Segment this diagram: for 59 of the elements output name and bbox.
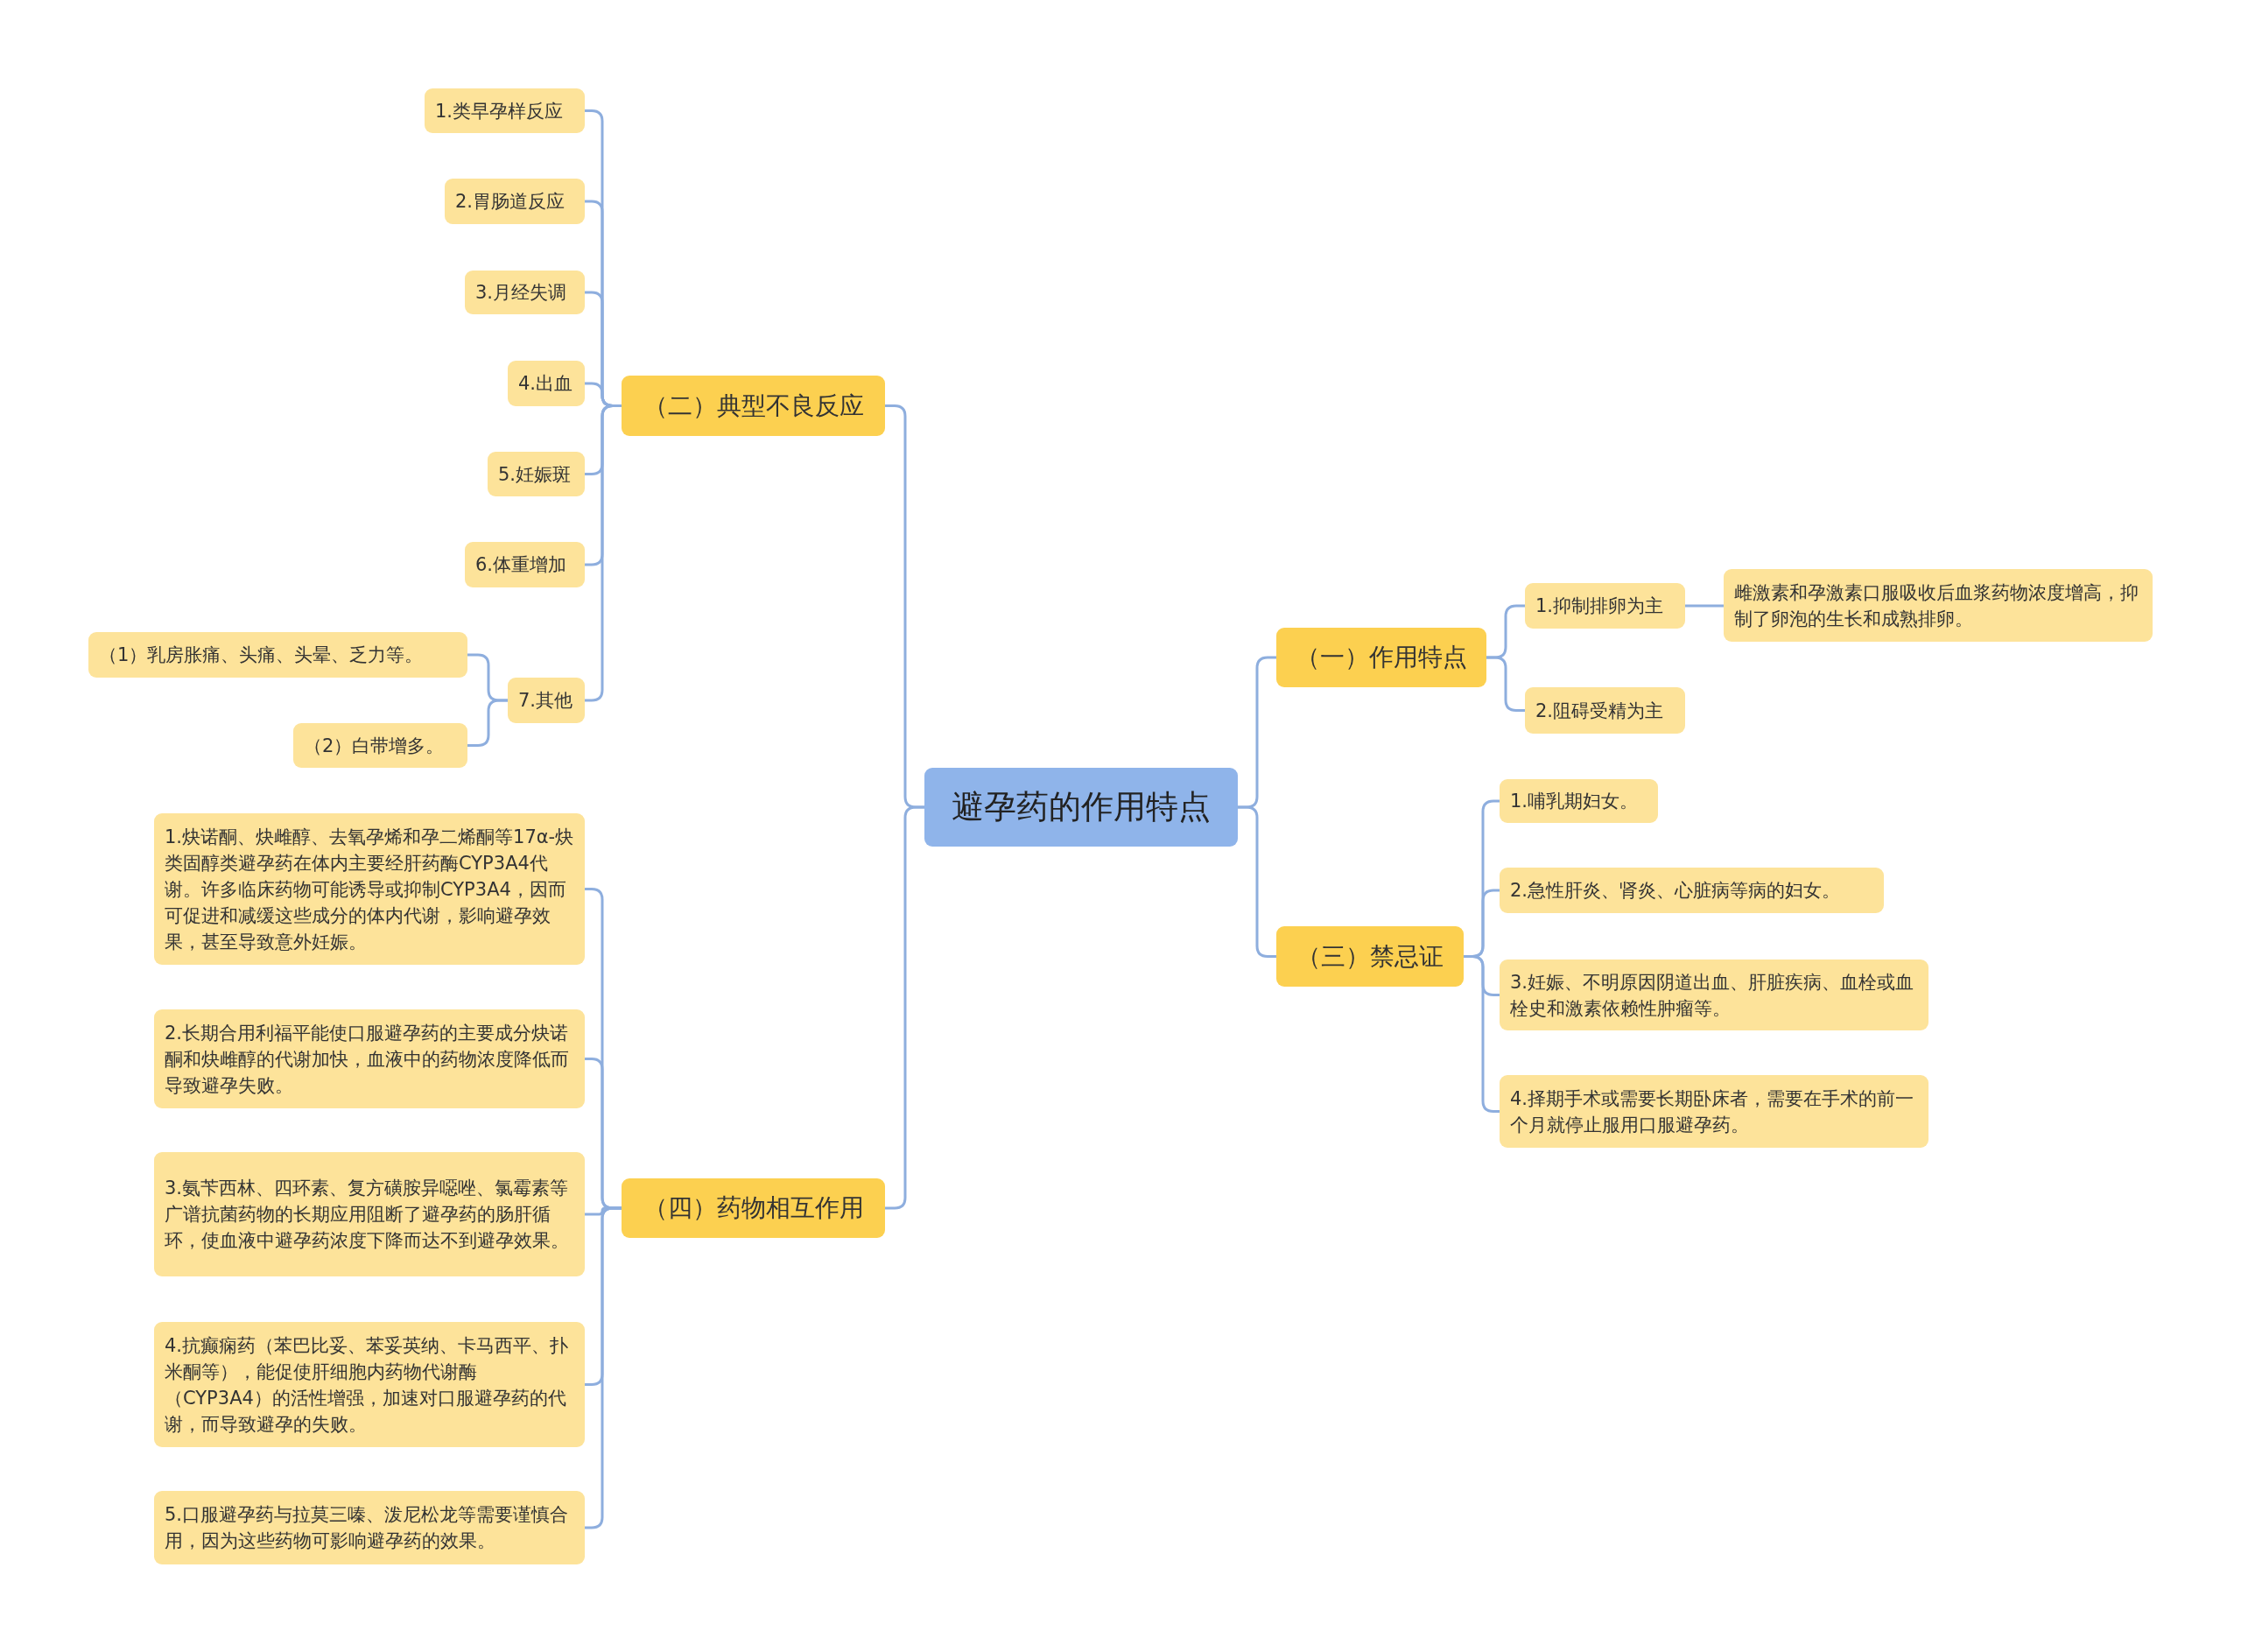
topic-text: （2）白带增多。 [304, 734, 445, 758]
topic-text: 1.哺乳期妇女。 [1510, 790, 1639, 813]
connector-line [585, 404, 622, 702]
connector-line [1238, 805, 1276, 958]
topic-text: 1.炔诺酮、炔雌醇、去氧孕烯和孕二烯酮等17α-炔类固醇类避孕药在体内主要经肝药酶CYP3A4代谢。许多临床药物可能诱导或抑制CYP3A4，因而可促进和减缓这些成分的体内代谢，影响避孕效果，甚至导致意外妊娠。 [165, 825, 574, 954]
topic-text: （二）典型不良反应 [643, 390, 864, 422]
subtopic-box [488, 452, 585, 496]
topic-text: 2.阻碍受精为主 [1535, 699, 1664, 723]
topic-text: 2.长期合用利福平能使口服避孕药的主要成分炔诺酮和炔雌醇的代谢加快，血液中的药物浓度降低而导致避孕失败。 [165, 1021, 570, 1098]
subtopic-box [1500, 1075, 1928, 1148]
connector-line [1685, 604, 1724, 608]
connector-line [885, 805, 924, 1210]
topic-text: 避孕药的作用特点 [952, 787, 1211, 827]
connector-line [1464, 955, 1500, 1113]
subtopic-box [508, 361, 585, 406]
topic-text: 7.其他 [518, 689, 573, 713]
connector-line [1486, 656, 1525, 712]
topic-text: 3.妊娠、不明原因阴道出血、肝脏疾病、血栓或血栓史和激素依赖性肿瘤等。 [1510, 970, 1915, 1021]
subtopic-box [154, 1009, 585, 1108]
topic-text: 4.择期手术或需要长期卧床者，需要在手术的前一个月就停止服用口服避孕药。 [1510, 1086, 1915, 1137]
topic-text: 5.口服避孕药与拉莫三嗪、泼尼松龙等需要谨慎合用，因为这些药物可影响避孕药的效果。 [165, 1503, 570, 1553]
subtopic-box [1525, 687, 1685, 734]
subtopic-box [465, 271, 585, 314]
topic-text: 1.抑制排卵为主 [1535, 594, 1664, 618]
topic-text: 1.类早孕样反应 [435, 99, 564, 123]
branch-topic-box [1276, 628, 1486, 687]
topic-text: 2.胃肠道反应 [455, 190, 566, 214]
topic-text: （1）乳房胀痛、头痛、头晕、乏力等。 [99, 643, 424, 667]
subtopic-box [425, 88, 585, 133]
subtopic-box [465, 542, 585, 587]
subtopic-box [154, 1152, 585, 1276]
topic-text: （四）药物相互作用 [643, 1192, 864, 1224]
subtopic-box [1525, 583, 1685, 629]
subtopic-box [293, 723, 467, 768]
subtopic-box [508, 678, 585, 723]
topic-text: 4.抗癫痫药（苯巴比妥、苯妥英纳、卡马西平、扑米酮等），能促使肝细胞内药物代谢酶（CYP3A4）的活性增强，加速对口服避孕药的代谢，而导致避孕的失败。 [165, 1333, 570, 1437]
subtopic-box [1500, 868, 1884, 913]
topic-text: 2.急性肝炎、肾炎、心脏病等病的妇女。 [1510, 879, 1841, 903]
topic-text: 5.妊娠斑 [498, 462, 572, 487]
subtopic-box [154, 813, 585, 965]
topic-text: （三）禁忌证 [1296, 940, 1444, 973]
topic-text: 雌激素和孕激素口服吸收后血浆药物浓度增高，抑制了卵泡的生长和成熟排卵。 [1734, 580, 2139, 631]
topic-text: 3.氨苄西林、四环素、复方磺胺异噁唑、氯霉素等广谱抗菌药物的长期应用阻断了避孕药的肠肝循环，使血液中避孕药浓度下降而达不到避孕效果。 [165, 1177, 570, 1253]
branch-topic-box [622, 376, 885, 436]
central-topic-box [924, 768, 1238, 847]
branch-topic-box [622, 1178, 885, 1238]
subtopic-box [1724, 569, 2153, 642]
subtopic-box [1500, 960, 1928, 1030]
subtopic-box [154, 1491, 585, 1564]
subtopic-box [1500, 779, 1658, 823]
branch-topic-box [1276, 926, 1464, 987]
topic-text: 3.月经失调 [475, 281, 567, 305]
subtopic-box [154, 1322, 585, 1447]
topic-text: （一）作用特点 [1296, 642, 1467, 673]
connector-line [585, 1206, 622, 1529]
subtopic-box [88, 632, 467, 678]
subtopic-box [445, 179, 585, 224]
topic-text: 4.出血 [518, 372, 573, 396]
topic-text: 6.体重增加 [475, 553, 567, 577]
